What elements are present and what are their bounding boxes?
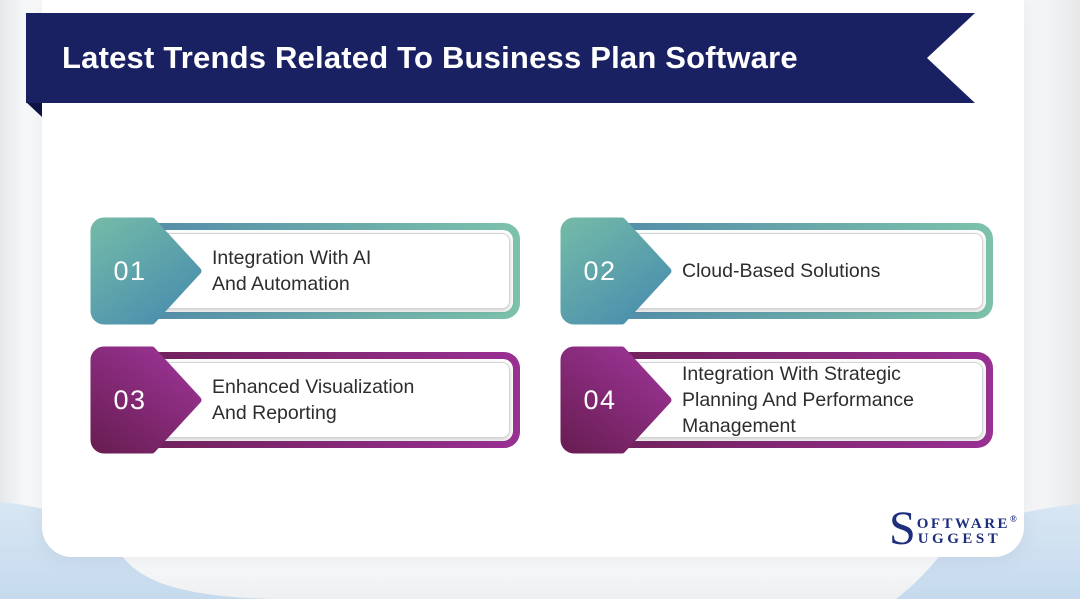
badge-number: 01	[113, 255, 147, 286]
logo-wordmark-bottom: UGGEST	[917, 531, 1002, 547]
trend-item-01: 01 Integration With AI And Automation	[90, 217, 520, 325]
trend-item-03: 03 Enhanced Visualization And Reporting	[90, 346, 520, 454]
badge-arrow-shape	[90, 346, 202, 454]
trend-item-04: 04 Integration With Strategic Planning A…	[560, 346, 993, 454]
number-badge: 03	[90, 346, 202, 454]
trend-label: Integration With AI And Automation	[212, 247, 372, 295]
trend-label: Integration With Strategic Planning And …	[682, 363, 914, 437]
number-badge: 02	[560, 217, 672, 325]
badge-arrow-shape	[560, 346, 672, 454]
logo-wordmark-top-text: OFTWARE	[916, 516, 1011, 532]
registered-mark: ®	[1010, 514, 1017, 524]
logo-initial: S	[889, 502, 916, 555]
softwaresuggest-logo: S OFTWARE® UGGEST	[889, 505, 1019, 553]
badge-number: 04	[583, 384, 617, 415]
number-badge: 04	[560, 346, 672, 454]
badge-arrow-shape	[560, 217, 672, 325]
trend-label: Cloud-Based Solutions	[682, 260, 881, 282]
ribbon-banner: Latest Trends Related To Business Plan S…	[26, 13, 975, 103]
number-badge: 01	[90, 217, 202, 325]
badge-arrow-shape	[90, 217, 202, 325]
badge-number: 02	[583, 255, 617, 286]
page-title: Latest Trends Related To Business Plan S…	[62, 40, 798, 75]
trend-label: Enhanced Visualization And Reporting	[212, 376, 415, 424]
badge-number: 03	[113, 384, 147, 415]
logo-wordmark-top: OFTWARE®	[917, 511, 1017, 532]
trend-item-02: 02 Cloud-Based Solutions	[560, 217, 993, 325]
